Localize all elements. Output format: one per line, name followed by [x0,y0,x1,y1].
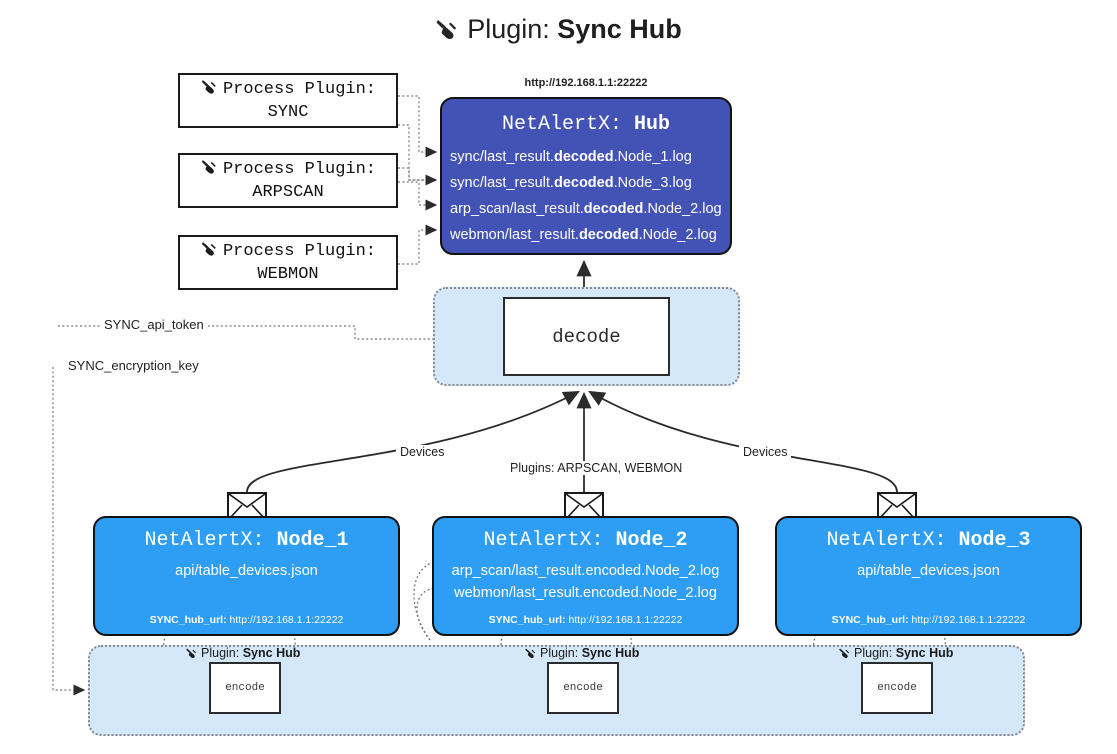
process-plugin-webmon[interactable]: Process Plugin: WEBMON [178,235,398,290]
hub-log-item: arp_scan/last_result.decoded.Node_2.log [450,200,722,217]
plug-icon [435,17,461,48]
edge-label-plugins: Plugins: ARPSCAN, WEBMON [506,461,687,475]
hub-title-prefix: NetAlertX: [501,113,622,136]
node-file-list: api/table_devices.json [777,560,1080,582]
plug-icon [185,647,199,662]
node-file-item: arp_scan/last_result.encoded.Node_2.log [451,563,720,579]
plug-icon [200,240,220,264]
sync-api-token-label: SYNC_api_token [100,317,208,332]
process-plugin-label: Process Plugin: [222,80,377,100]
hub-log-list: sync/last_result.decoded.Node_1.log sync… [442,145,730,249]
node-title: NetAlertX: Node_1 [144,529,349,552]
node-file-list: api/table_devices.json [95,560,398,582]
encode-box-2[interactable]: encode [547,662,619,714]
edge-label-devices-left: Devices [396,445,449,459]
process-plugin-name: WEBMON [257,265,319,284]
node-hub-url: SYNC_hub_url: http://192.168.1.1:22222 [488,614,683,626]
hub-title-name: Hub [634,113,671,136]
node-file-item: api/table_devices.json [175,563,318,579]
process-plugin-name: ARPSCAN [252,183,324,202]
process-plugin-arpscan[interactable]: Process Plugin: ARPSCAN [178,153,398,208]
hub-title: NetAlertX: Hub [442,113,730,136]
node-3[interactable]: NetAlertX: Node_3 api/table_devices.json… [775,516,1082,636]
process-plugin-label: Process Plugin: [222,242,377,262]
plug-icon [200,158,220,182]
node-title: NetAlertX: Node_2 [483,529,688,552]
bottom-plugin-label-3: Plugin: Sync Hub [838,646,953,662]
decode-box[interactable]: decode [503,297,670,376]
node-file-item: api/table_devices.json [857,563,1000,579]
title-prefix: Plugin: [467,14,550,44]
hub-node[interactable]: NetAlertX: Hub sync/last_result.decoded.… [440,97,732,255]
node-file-item: webmon/last_result.encoded.Node_2.log [454,585,717,602]
plug-icon [524,647,538,662]
process-plugin-name: SYNC [267,103,309,122]
hub-url-label: http://192.168.1.1:22222 [524,77,648,89]
sync-encryption-key-label: SYNC_encryption_key [64,358,203,373]
hub-log-item: sync/last_result.decoded.Node_1.log [450,149,692,165]
node-hub-url: SYNC_hub_url: http://192.168.1.1:22222 [831,614,1026,626]
node-2[interactable]: NetAlertX: Node_2 arp_scan/last_result.e… [432,516,739,636]
node-1[interactable]: NetAlertX: Node_1 api/table_devices.json… [93,516,400,636]
encode-box-3[interactable]: encode [861,662,933,714]
node-hub-url: SYNC_hub_url: http://192.168.1.1:22222 [149,614,344,626]
bottom-plugin-label-2: Plugin: Sync Hub [524,646,639,662]
title-name: Sync Hub [557,14,682,44]
hub-log-item: webmon/last_result.decoded.Node_2.log [450,226,717,243]
encode-box-1[interactable]: encode [209,662,281,714]
process-plugin-label: Process Plugin: [222,160,377,180]
node-title: NetAlertX: Node_3 [826,529,1031,552]
plug-icon [200,78,220,102]
hub-log-item: sync/last_result.decoded.Node_3.log [450,174,692,191]
process-plugin-sync[interactable]: Process Plugin: SYNC [178,73,398,128]
bottom-plugin-label-1: Plugin: Sync Hub [185,646,300,662]
plug-icon [838,647,852,662]
edge-label-devices-right: Devices [739,445,792,459]
node-file-list: arp_scan/last_result.encoded.Node_2.log … [434,560,737,605]
page-title: Plugin: Sync Hub [0,14,1117,48]
